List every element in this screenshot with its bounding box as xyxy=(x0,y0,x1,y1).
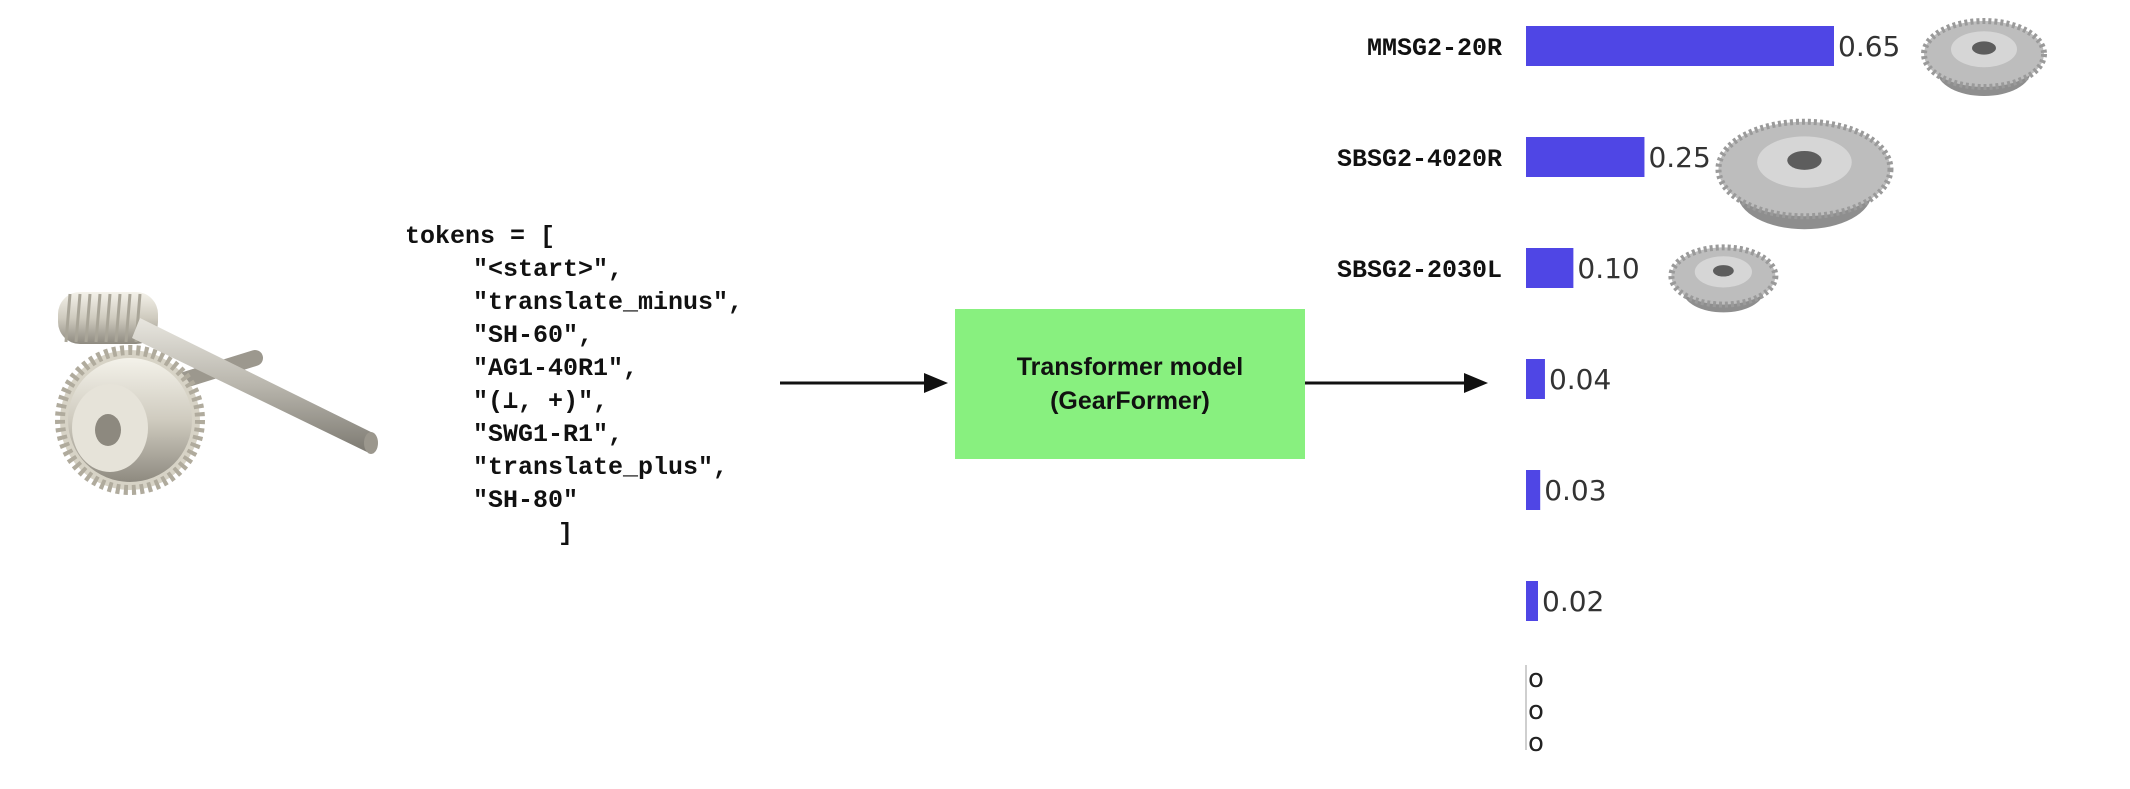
category-label-2: SBSG2-2030L xyxy=(1337,256,1502,285)
worm-gear-shaft-assembly-icon xyxy=(55,292,378,495)
bevel-gear-thumbnail-2 xyxy=(1668,244,1779,313)
value-label-4: 0.03 xyxy=(1544,474,1606,507)
bar-3 xyxy=(1526,359,1545,399)
worm-screw xyxy=(58,292,158,344)
transformer-model-box: Transformer model (GearFormer) xyxy=(955,309,1305,459)
spur-gear xyxy=(55,345,205,495)
code-open-line: tokens = [ xyxy=(405,222,556,251)
continuation-mark-2: o xyxy=(1528,728,1544,758)
continuation-mark-1: o xyxy=(1528,696,1544,726)
bar-1 xyxy=(1526,137,1645,177)
model-title: Transformer model xyxy=(1016,353,1244,381)
continuation-mark-0: o xyxy=(1528,664,1544,694)
token-3: "AG1-40R1", xyxy=(473,354,639,383)
token-6: "translate_plus", xyxy=(473,453,729,482)
model-subtitle: (GearFormer) xyxy=(1050,387,1210,415)
category-label-0: MMSG2-20R xyxy=(1367,34,1502,63)
token-2: "SH-60", xyxy=(473,321,594,350)
code-close-line: ] xyxy=(558,519,574,548)
bar-4 xyxy=(1526,470,1541,510)
value-label-3: 0.04 xyxy=(1549,363,1611,396)
token-7: "SH-80" xyxy=(473,486,579,515)
category-label-1: SBSG2-4020R xyxy=(1337,145,1502,174)
bevel-gear-thumbnail-0 xyxy=(1921,18,2047,96)
value-label-1: 0.25 xyxy=(1648,141,1710,174)
bar-2 xyxy=(1526,248,1574,288)
value-label-5: 0.02 xyxy=(1542,585,1604,618)
bevel-gear-thumbnail-1 xyxy=(1715,118,1894,230)
token-1: "translate_minus", xyxy=(473,288,744,317)
value-label-0: 0.65 xyxy=(1838,30,1900,63)
bar-5 xyxy=(1526,581,1538,621)
token-0: "<start>", xyxy=(473,255,624,284)
shaft xyxy=(132,318,378,454)
token-sequence-code: tokens = [ "<start>", "translate_minus", "… xyxy=(405,220,743,550)
bar-0 xyxy=(1526,26,1834,66)
token-5: "SWG1-R1", xyxy=(473,420,624,449)
value-label-2: 0.10 xyxy=(1577,252,1639,285)
token-4: "(⊥, +)", xyxy=(473,387,609,416)
